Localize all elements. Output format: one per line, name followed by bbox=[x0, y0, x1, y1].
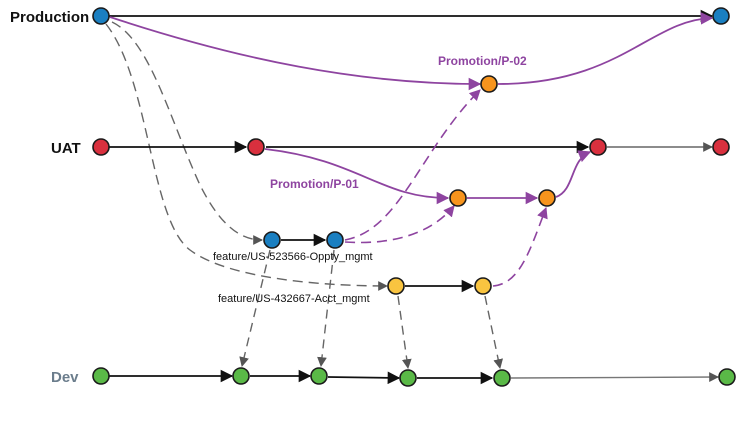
edge-oppty1-to-dev bbox=[239, 249, 271, 367]
node-uat-1 bbox=[92, 138, 110, 156]
node-production-start bbox=[92, 7, 110, 25]
edge-production-to-p02 bbox=[109, 16, 482, 91]
edge-p01-to-uat bbox=[555, 150, 592, 198]
lane-label-uat: UAT bbox=[51, 140, 81, 157]
edge-oppty2-to-dev bbox=[317, 249, 335, 367]
node-acct-2 bbox=[474, 277, 492, 295]
node-dev-5 bbox=[493, 369, 511, 387]
edge-acct2-to-dev bbox=[484, 295, 503, 369]
node-dev-2 bbox=[232, 367, 250, 385]
edge-oppty-to-p02 bbox=[344, 89, 481, 241]
node-dev-4 bbox=[399, 369, 417, 387]
promotion-label-p01: Promotion/P-01 bbox=[270, 177, 359, 191]
edge-production-to-oppty bbox=[111, 21, 263, 245]
node-dev-6 bbox=[718, 368, 736, 386]
edge-p02-to-production bbox=[497, 12, 714, 85]
node-p01-a bbox=[449, 189, 467, 207]
edge-dev-3 bbox=[327, 371, 401, 385]
edge-acct-to-p01 bbox=[492, 206, 548, 287]
node-p01-b bbox=[538, 189, 556, 207]
node-oppty-1 bbox=[263, 231, 281, 249]
node-acct-1 bbox=[387, 277, 405, 295]
node-dev-3 bbox=[310, 367, 328, 385]
node-uat-2 bbox=[247, 138, 265, 156]
lane-label-dev: Dev bbox=[51, 369, 79, 386]
promotion-label-p02: Promotion/P-02 bbox=[438, 54, 527, 68]
node-uat-4 bbox=[712, 138, 730, 156]
feature-label-oppty: feature/US-523566-Oppty_mgmt bbox=[213, 251, 373, 263]
edge-uat-to-p01 bbox=[264, 148, 450, 205]
node-p02 bbox=[480, 75, 498, 93]
edge-oppty-to-p01 bbox=[344, 205, 455, 244]
node-production-end bbox=[712, 7, 730, 25]
node-oppty-2 bbox=[326, 231, 344, 249]
edge-production-to-acct bbox=[105, 23, 388, 291]
edge-dev-5 bbox=[510, 372, 719, 382]
feature-label-acct: feature/US-432667-Acct_mgmt bbox=[218, 293, 370, 305]
node-uat-3 bbox=[589, 138, 607, 156]
lane-label-production: Production bbox=[10, 9, 89, 26]
node-dev-1 bbox=[92, 367, 110, 385]
edge-acct1-to-dev bbox=[397, 295, 412, 369]
